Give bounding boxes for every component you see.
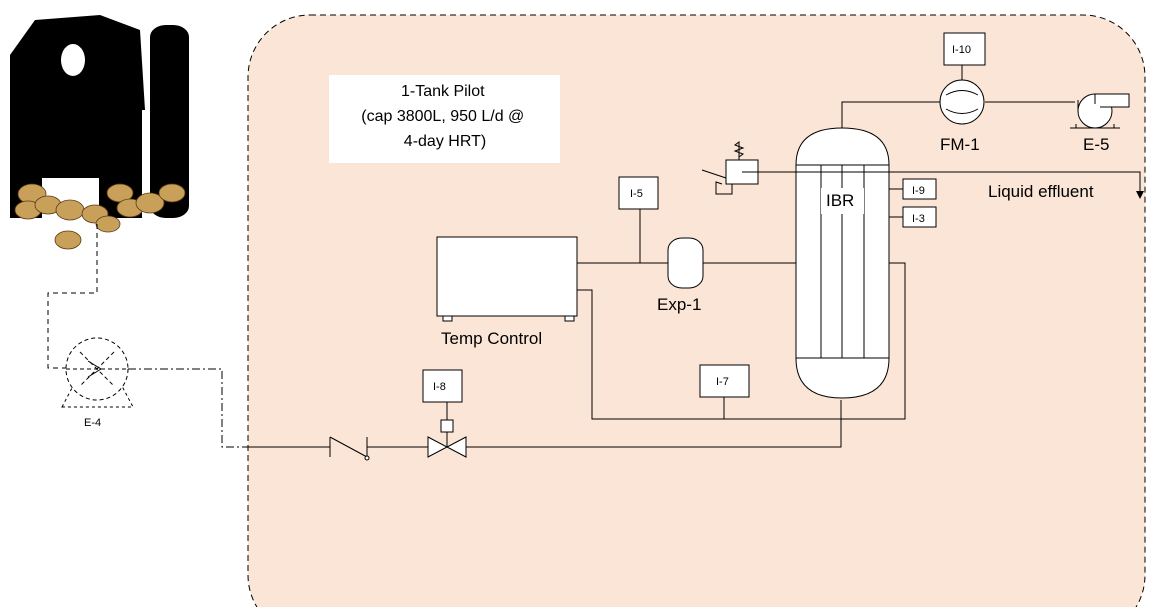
blower-e5[interactable] xyxy=(1070,93,1130,129)
instrument-i5-label: I-5 xyxy=(630,188,643,200)
relief-valve-icon[interactable] xyxy=(701,141,759,195)
reactor-feed-pipe xyxy=(466,400,842,448)
expansion-tank-exp1[interactable] xyxy=(667,237,704,289)
pilot-title-line-1: 1-Tank Pilot xyxy=(401,83,485,100)
gas-line xyxy=(841,101,940,128)
reactor-label-bg xyxy=(821,188,864,214)
expansion-tank-label: Exp-1 xyxy=(657,295,701,314)
instrument-i7[interactable] xyxy=(699,364,750,398)
pilot-title-box xyxy=(329,75,560,163)
temp-control-label: Temp Control xyxy=(441,329,542,348)
pilot-area xyxy=(247,14,1146,607)
flow-meter-fm1[interactable] xyxy=(939,79,985,125)
instrument-i3-label: I-3 xyxy=(912,213,925,225)
temp-return-line xyxy=(577,262,906,420)
flow-meter-label: FM-1 xyxy=(940,135,980,154)
instrument-i8-label: I-8 xyxy=(433,381,446,393)
pilot-title: 1-Tank Pilot (cap 3800L, 950 L/d @ 4-day… xyxy=(361,83,528,150)
feed-line xyxy=(47,224,98,369)
instrument-i5[interactable] xyxy=(618,176,659,210)
instrument-i10-label: I-10 xyxy=(952,44,971,56)
control-valve-icon[interactable] xyxy=(427,402,467,458)
pump-discharge-line xyxy=(128,368,248,448)
instrument-i9-label: I-9 xyxy=(912,185,925,197)
instrument-i10[interactable] xyxy=(943,32,986,66)
pilot-title-line-2: (cap 3800L, 950 L/d @ xyxy=(361,108,524,125)
reactor-ibr[interactable] xyxy=(795,127,890,399)
instrument-i7-label: I-7 xyxy=(716,376,729,388)
pump-e4-label: E-4 xyxy=(84,417,101,429)
effluent-label: Liquid effluent xyxy=(988,182,1094,201)
silo-icon xyxy=(150,25,189,218)
effluent-arrow-icon xyxy=(1136,191,1144,199)
reactor-label: IBR xyxy=(826,191,854,210)
effluent-line xyxy=(758,171,1141,196)
cow-icon xyxy=(14,183,186,250)
pilot-title-line-3: 4-day HRT) xyxy=(404,133,486,150)
instrument-i8[interactable] xyxy=(422,369,463,403)
pump-e4[interactable] xyxy=(61,337,134,408)
blower-label: E-5 xyxy=(1083,135,1109,154)
temp-control-unit[interactable] xyxy=(436,236,578,322)
